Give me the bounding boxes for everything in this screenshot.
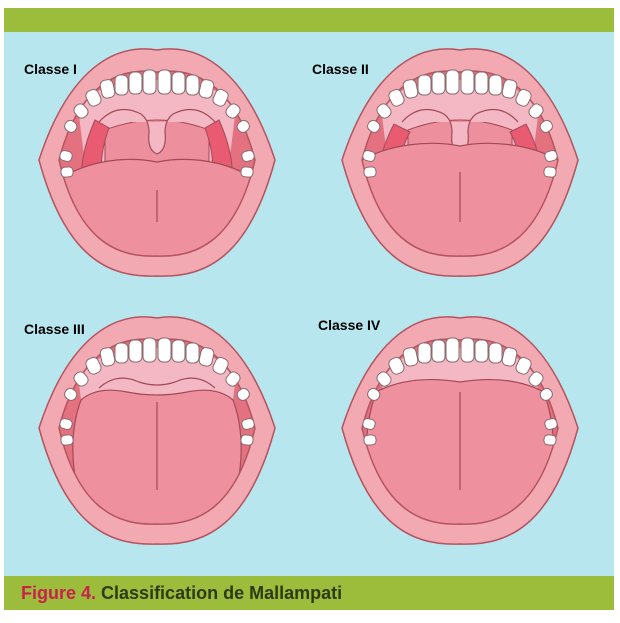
figure-caption: Figure 4. Classification de Mallampati (21, 583, 342, 603)
caption-bar: Figure 4. Classification de Mallampati (4, 576, 614, 610)
top-accent-bar (4, 8, 614, 32)
mouth-class-1 (39, 49, 275, 276)
figure-frame: Classe I Classe II Classe III Classe IV … (4, 8, 614, 610)
panel-label-class-4: Classe IV (318, 318, 380, 332)
mouth-class-4 (342, 317, 578, 544)
mouth-class-2 (342, 49, 578, 276)
figure-number: Figure 4. (21, 583, 96, 603)
panel-label-class-1: Classe I (24, 62, 77, 76)
figure-title: Classification de Mallampati (101, 583, 342, 603)
mallampati-diagram: Classe I Classe II Classe III Classe IV (4, 32, 614, 576)
panel-label-class-2: Classe II (312, 62, 369, 76)
panel-label-class-3: Classe III (24, 322, 85, 336)
mouth-class-3 (39, 317, 275, 544)
